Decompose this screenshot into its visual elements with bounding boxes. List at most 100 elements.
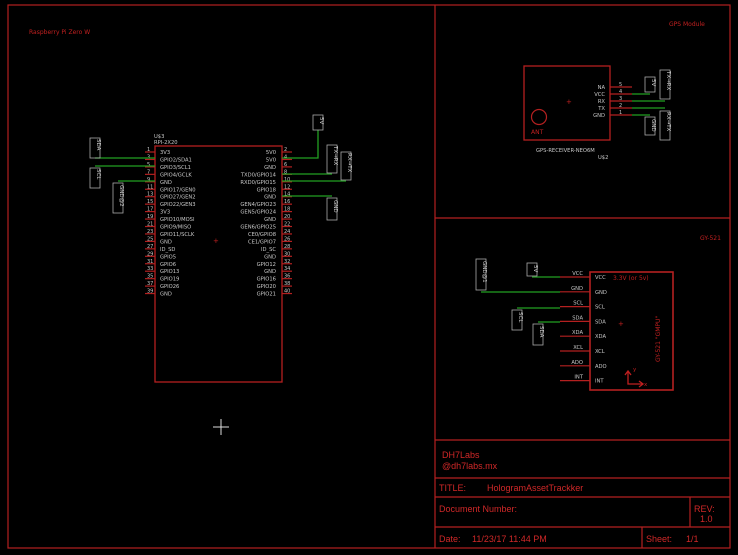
pin-label: GPIO26 xyxy=(160,284,179,290)
svg-text:5V: 5V xyxy=(650,79,656,86)
net-label-scl[interactable]: SCL xyxy=(89,167,101,189)
gy-sheet-label: GY-521 xyxy=(700,235,721,242)
pin-net-label: GND xyxy=(571,286,583,292)
axis-arrows-icon xyxy=(624,369,645,388)
pin-label: XDA xyxy=(595,334,606,340)
pin-label: GPIO12 xyxy=(257,262,276,268)
pin-label: XCL xyxy=(595,349,605,355)
pin-number: 37 xyxy=(147,281,153,287)
pin-number: 15 xyxy=(147,199,153,205)
pin-label: ADO xyxy=(595,364,607,370)
pin-label: GPIO17/GEN0 xyxy=(160,187,196,193)
pin-number: 31 xyxy=(147,259,153,265)
gps-ref: U$2 xyxy=(598,155,608,161)
net-label-rx[interactable]: RX→TX xyxy=(340,151,352,181)
pin-label: GND xyxy=(264,254,276,260)
pin-number: 14 xyxy=(284,192,290,198)
title-label: TITLE: xyxy=(439,483,466,493)
pin-number: 12 xyxy=(284,184,290,190)
svg-text:GND@1: GND@1 xyxy=(481,261,487,283)
pin-label: GPIO19 xyxy=(160,277,179,283)
net-label-gy-gnd[interactable]: GND@1 xyxy=(475,258,487,291)
pin-label: GPIO11/SCLK xyxy=(160,232,195,238)
pin-number: 17 xyxy=(147,207,153,213)
pin-label: TXD0/GPIO14 xyxy=(240,172,277,178)
pin-number: 3 xyxy=(619,96,622,102)
pin-number: 18 xyxy=(284,207,290,213)
net-label-gps-gnd[interactable]: GND xyxy=(644,116,656,136)
net-label-gps-rx[interactable]: RX→TX xyxy=(659,110,671,141)
pin-number: 32 xyxy=(284,259,290,265)
net-label-gy-sda[interactable]: SDA xyxy=(532,323,544,346)
pin-label: GND xyxy=(264,269,276,275)
net-label-5v[interactable]: 5V xyxy=(312,114,324,131)
net-label-gy-5v[interactable]: 5V xyxy=(526,262,538,277)
pin-label: GND xyxy=(264,217,276,223)
pin-label: 3V3 xyxy=(160,210,170,216)
svg-text:5V: 5V xyxy=(532,265,538,272)
pin-number: 28 xyxy=(284,244,290,250)
pin-number: 29 xyxy=(147,251,153,257)
revision-label: REV: xyxy=(694,504,715,514)
svg-text:SCL: SCL xyxy=(95,169,101,180)
svg-text:RX→TX: RX→TX xyxy=(346,153,352,173)
pin-label: RX xyxy=(598,99,606,105)
net-label-gy-scl[interactable]: SCL xyxy=(511,309,523,331)
svg-text:5V: 5V xyxy=(318,117,324,124)
pin-number: 4 xyxy=(619,89,622,95)
svg-text:GND@2: GND@2 xyxy=(118,185,124,207)
svg-text:GND: GND xyxy=(332,200,338,213)
pin-number: 1 xyxy=(619,110,622,116)
antenna-icon xyxy=(530,108,548,126)
net-label-sda[interactable]: SDA xyxy=(89,137,101,159)
pin-label: SCL xyxy=(595,305,605,311)
sheet-label: Sheet: xyxy=(646,534,672,544)
pin-number: 6 xyxy=(284,162,287,168)
pin-number: 5 xyxy=(619,82,622,88)
net-label-gps-tx[interactable]: TX→RX xyxy=(659,69,671,100)
pin-label: GPIO27/GEN2 xyxy=(160,195,196,201)
pin-number: 16 xyxy=(284,199,290,205)
pin-label: GPIO16 xyxy=(257,277,276,283)
net-label-gps-5v[interactable]: 5V xyxy=(644,76,656,93)
gps-sheet-label: GPS Module xyxy=(669,21,705,28)
gy521-module[interactable]: 3.3V (or 5v) + GY-521 "GMPU" x y VCCVCCG… xyxy=(560,271,674,391)
antenna-label: ANT xyxy=(531,129,544,136)
pin-number: 5 xyxy=(147,162,150,168)
pin-number: 19 xyxy=(147,214,153,220)
wire-5v[interactable] xyxy=(282,130,319,159)
pin-label: GND xyxy=(595,290,607,296)
pin-number: 11 xyxy=(147,184,153,190)
pin-label: GPIO10/MOSI xyxy=(160,217,195,223)
pin-label: GND xyxy=(593,113,605,119)
net-label-tx[interactable]: TX→RX xyxy=(326,144,338,174)
pin-label: GPIO21 xyxy=(257,292,276,298)
pin-number: 7 xyxy=(147,169,150,175)
gps-module[interactable]: + ANT GPS-RECEIVER-NEO6M U$2 5NA4VCC3RX2… xyxy=(523,65,632,161)
pin-number: 27 xyxy=(147,244,153,250)
pin-net-label: XCL xyxy=(573,345,583,351)
pin-label: GPIO6 xyxy=(160,262,176,268)
pin-label: 3V3 xyxy=(160,150,170,156)
pin-label: GPIO9/MISO xyxy=(160,225,191,231)
pin-net-label: VCC xyxy=(572,271,583,277)
pin-label: ID_SD xyxy=(160,247,175,253)
pi-sheet-label: Raspberry Pi Zero W xyxy=(29,29,90,36)
origin-cross: + xyxy=(566,98,572,106)
pin-label: GEN6/GPIO25 xyxy=(240,225,276,231)
gps-body xyxy=(523,65,611,141)
net-label-gnd2[interactable]: GND xyxy=(326,197,338,221)
pin-label: GND xyxy=(160,239,172,245)
net-label-gnd[interactable]: GND@2 xyxy=(112,182,124,214)
pin-number: 35 xyxy=(147,274,153,280)
sheet-frame xyxy=(7,4,731,549)
pin-number: 36 xyxy=(284,274,290,280)
gy-side-label: GY-521 "GMPU" xyxy=(655,316,662,362)
company-email: @dh7labs.mx xyxy=(442,461,498,471)
document-number-label: Document Number: xyxy=(439,504,517,514)
pin-number: 8 xyxy=(284,169,287,175)
pin-label: CE1/GPIO7 xyxy=(248,239,276,245)
pin-net-label: SDA xyxy=(572,315,583,321)
